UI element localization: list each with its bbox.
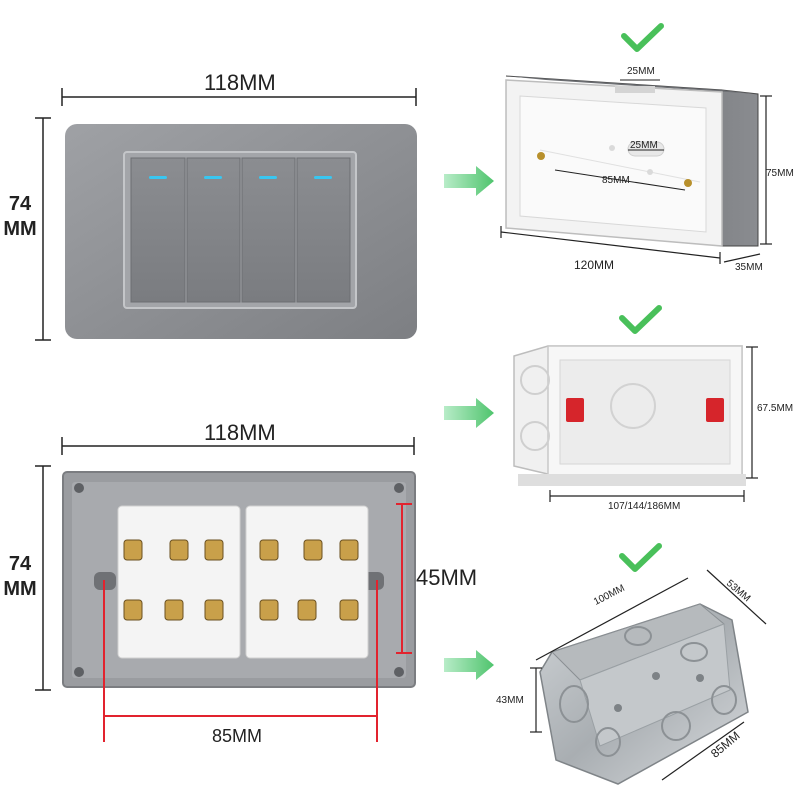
switch-height-label: 74 MM: [0, 192, 40, 242]
terminal-screw-icon: [204, 599, 224, 621]
terminal-screw-icon: [164, 599, 184, 621]
terminal-screw-icon: [339, 599, 359, 621]
terminal-screw-icon: [123, 599, 143, 621]
checkmark-icon: [619, 305, 662, 334]
wall-box-metal: [530, 569, 767, 785]
screw-icon: [537, 152, 545, 160]
terminal-screw-icon: [297, 599, 317, 621]
corner-hole-icon: [394, 667, 404, 677]
metal-box-height-label: 43MM: [496, 695, 524, 706]
socket-height-value: 74: [8, 553, 32, 575]
gray-box-depth-label: 35MM: [735, 262, 763, 273]
switch-panel: [35, 88, 417, 341]
gray-box-top-slot-label: 25MM: [627, 66, 655, 77]
terminal-block-right: [245, 505, 369, 659]
checkmark-icon: [621, 23, 664, 52]
arrow-right-icon: [444, 166, 494, 196]
rocker-button-4: [296, 157, 351, 303]
socket-width-label: 118MM: [204, 420, 276, 445]
gray-box-center-slot-label: 25MM: [630, 140, 658, 151]
socket-panel: [35, 437, 416, 742]
arrow-right-icon: [444, 650, 494, 680]
terminal-screw-icon: [169, 539, 189, 561]
wall-box-gray: [500, 75, 772, 264]
white-box-height-label: 67.5MM: [757, 403, 794, 414]
arrows: [444, 166, 494, 680]
terminal-block-left: [117, 505, 241, 659]
socket-height-unit: MM: [3, 578, 37, 600]
terminal-screw-icon: [303, 539, 323, 561]
terminal-screw-icon: [204, 539, 224, 561]
corner-hole-icon: [74, 483, 84, 493]
switch-width-label: 118MM: [204, 70, 276, 95]
switch-height-value: 74: [8, 193, 32, 215]
gray-box-height-label: 75MM: [766, 168, 794, 179]
switch-height-unit: MM: [3, 218, 37, 240]
wall-box-white: [513, 345, 758, 502]
terminal-screw-icon: [123, 539, 143, 561]
rocker-button-2: [186, 157, 241, 303]
gray-box-screw-spacing-label: 85MM: [602, 175, 630, 186]
screw-icon: [684, 179, 692, 187]
white-box-length-label: 107/144/186MM: [608, 501, 681, 512]
arrow-right-icon: [444, 398, 494, 428]
socket-inner-width-label: 85MM: [212, 726, 263, 746]
gray-box-length-label: 120MM: [574, 258, 615, 272]
terminal-screw-icon: [259, 539, 279, 561]
led-indicator-icon: [259, 176, 277, 179]
corner-hole-icon: [74, 667, 84, 677]
led-indicator-icon: [204, 176, 222, 179]
red-clip-icon: [706, 398, 724, 422]
terminal-screw-icon: [259, 599, 279, 621]
rocker-button-1: [130, 157, 186, 303]
socket-height-label: 74 MM: [0, 552, 40, 602]
terminal-screw-icon: [339, 539, 359, 561]
corner-hole-icon: [394, 483, 404, 493]
checkmark-icon: [619, 543, 662, 572]
led-indicator-icon: [314, 176, 332, 179]
rocker-button-3: [241, 157, 296, 303]
socket-inner-height-label: 45MM: [416, 565, 478, 590]
red-clip-icon: [566, 398, 584, 422]
led-indicator-icon: [149, 176, 167, 179]
